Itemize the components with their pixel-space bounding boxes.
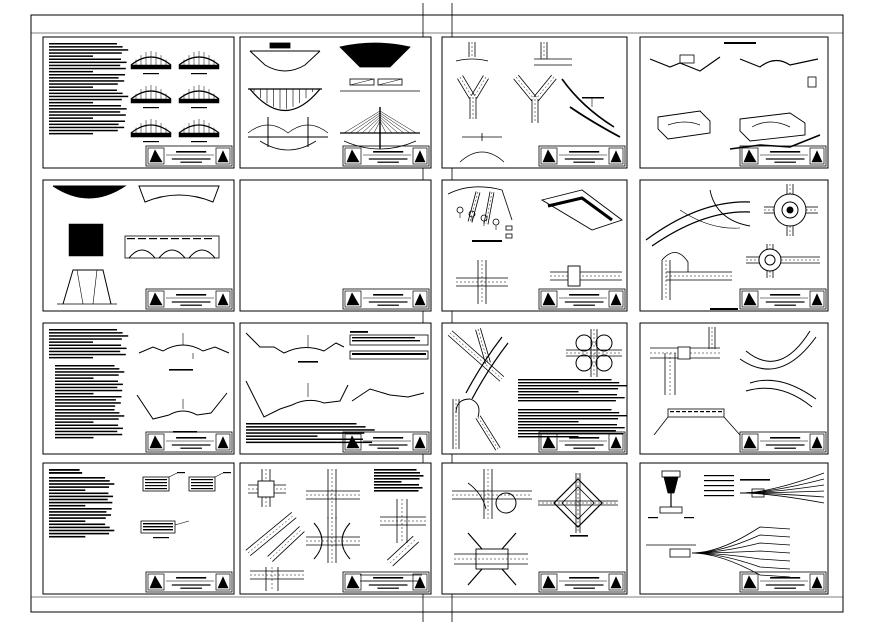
panel-bridge-types <box>239 36 432 169</box>
title-block <box>538 431 626 453</box>
panel-pavement-layers <box>42 462 235 595</box>
panel-border <box>239 36 432 169</box>
panel-cloverleaf-notes <box>441 322 628 455</box>
title-block <box>739 431 827 453</box>
panel-content <box>650 327 817 436</box>
panel-content <box>52 185 220 305</box>
title-block <box>739 571 827 593</box>
title-block <box>538 571 626 593</box>
panel-border <box>639 179 829 312</box>
panel-content <box>247 42 420 151</box>
panel-blank <box>239 179 432 312</box>
panel-content <box>455 42 621 163</box>
panel-content <box>49 469 231 539</box>
title-block <box>342 431 430 453</box>
title-block <box>342 145 430 167</box>
title-block <box>538 145 626 167</box>
panel-content <box>645 184 820 310</box>
panel-border <box>441 179 628 312</box>
title-block <box>342 288 430 310</box>
title-block <box>739 145 827 167</box>
panel-content <box>49 329 230 439</box>
title-block <box>538 288 626 310</box>
title-block <box>739 288 827 310</box>
title-block <box>145 145 233 167</box>
panel-interchanges-roundabouts <box>639 179 829 312</box>
panel-diamond-interchange <box>441 462 628 595</box>
panel-rail-yard <box>639 462 829 595</box>
panel-terrain-sections <box>639 36 829 169</box>
panel-bridge-elevations-text <box>42 36 235 169</box>
panel-content <box>447 186 623 304</box>
panel-arch-masonry <box>42 179 235 312</box>
panel-content <box>452 469 618 586</box>
title-block <box>145 571 233 593</box>
panel-grid <box>42 36 829 595</box>
panel-content <box>245 331 429 444</box>
outer-border <box>30 14 844 613</box>
title-block <box>145 431 233 453</box>
panel-border <box>239 179 432 312</box>
title-block <box>342 571 430 593</box>
panel-border <box>441 462 628 595</box>
panel-content <box>49 43 220 143</box>
panel-intersections-grid <box>239 462 432 595</box>
panel-content <box>646 470 825 578</box>
panel-border <box>239 322 432 455</box>
panel-road-junctions-y <box>441 36 628 169</box>
panel-content <box>245 469 426 591</box>
panel-hill-road-layout <box>441 179 628 312</box>
panel-t-junction-curve <box>639 322 829 455</box>
panel-cross-sections-text <box>42 322 235 455</box>
title-block <box>145 288 233 310</box>
panel-cut-fill-sections <box>239 322 432 455</box>
